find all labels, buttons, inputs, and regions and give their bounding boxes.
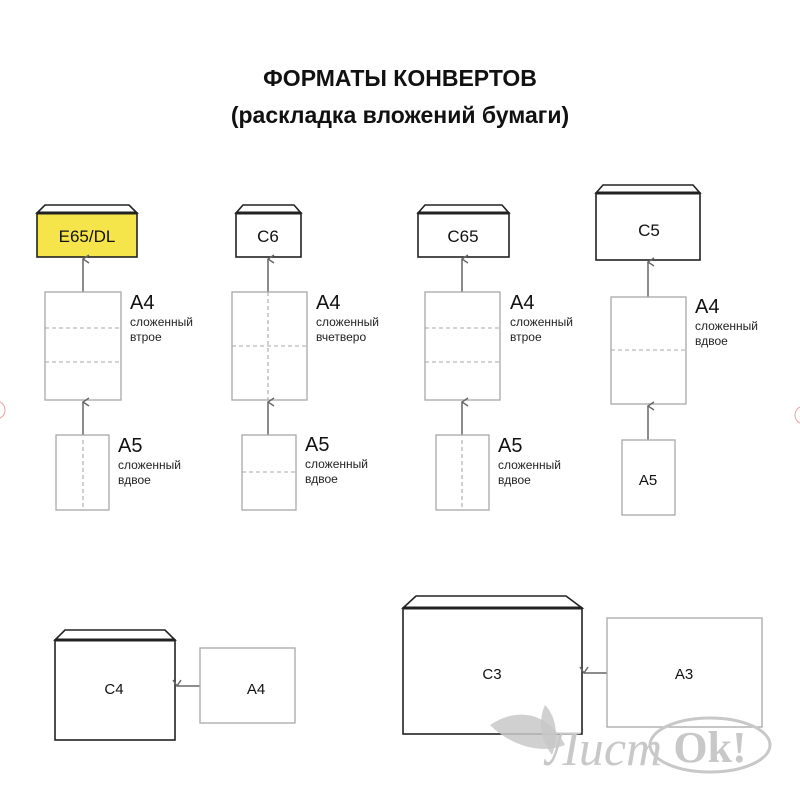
a4-label: A4 [316,292,340,314]
leaf-icon [540,705,556,755]
a4-fold-text: втрое [130,330,162,344]
title-line1: ФОРМАТЫ КОНВЕРТОВ [263,65,537,91]
a5-label: A5 [639,472,657,489]
envelope-c3 [402,607,583,735]
a4-sheet [424,291,501,401]
envelope-e65-dl [36,212,138,258]
a4-fold-text: сложенный [316,315,379,329]
envelope-label: C4 [104,681,123,698]
a4-label: A4 [695,296,719,318]
group-c6: C6 A4 сложенный вчетверо A5 сложенный вд… [231,204,379,511]
a4-label: A4 [510,292,534,314]
paper-label: A4 [247,681,265,698]
a4-fold-text: вчетверо [316,330,366,344]
a5-label: A5 [118,435,142,457]
group-c4: C4 A4 [53,629,296,741]
envelope-c4 [54,639,176,741]
a4-fold-text: вдвое [695,334,728,348]
svg-text:Лист: Лист [543,720,662,776]
envelope-label: C6 [257,227,279,246]
envelope-label: E65/DL [59,227,116,246]
group-c5: C5 A4 сложенный вдвое A5 [594,184,758,516]
envelope-label: C5 [638,221,660,240]
group-c65: C65 A4 сложенный втрое A5 сложенный вдво… [416,204,573,511]
a5-fold-text: сложенный [118,458,181,472]
a5-sheet [621,439,676,516]
a4-fold-text: втрое [510,330,542,344]
next-nav-icon[interactable] [794,406,800,424]
prev-nav-icon[interactable] [0,401,6,419]
watermark-logo: Лист Ok! [490,705,772,776]
a3-sheet [606,617,763,728]
a4-fold-text: сложенный [695,319,758,333]
a4-sheet [199,647,296,724]
svg-text:Ok!: Ok! [673,723,746,772]
group-e65-dl: E65/DL A4 сложенный втрое A5 сложенный в… [35,204,193,511]
a5-fold-text: вдвое [118,473,151,487]
group-c3: C3 A3 [400,595,763,735]
a5-label: A5 [498,435,522,457]
a4-sheet [44,291,122,401]
a4-label: A4 [130,292,154,314]
a5-label: A5 [305,434,329,456]
a5-fold-text: сложенный [498,458,561,472]
title-line2: (раскладка вложений бумаги) [231,102,569,128]
a5-fold-text: сложенный [305,457,368,471]
a5-fold-text: вдвое [498,473,531,487]
a4-fold-text: сложенный [510,315,573,329]
envelope-label: C3 [482,666,501,683]
envelope-label: C65 [447,227,478,246]
paper-label: A3 [675,666,693,683]
a5-fold-text: вдвое [305,472,338,486]
a4-fold-text: сложенный [130,315,193,329]
